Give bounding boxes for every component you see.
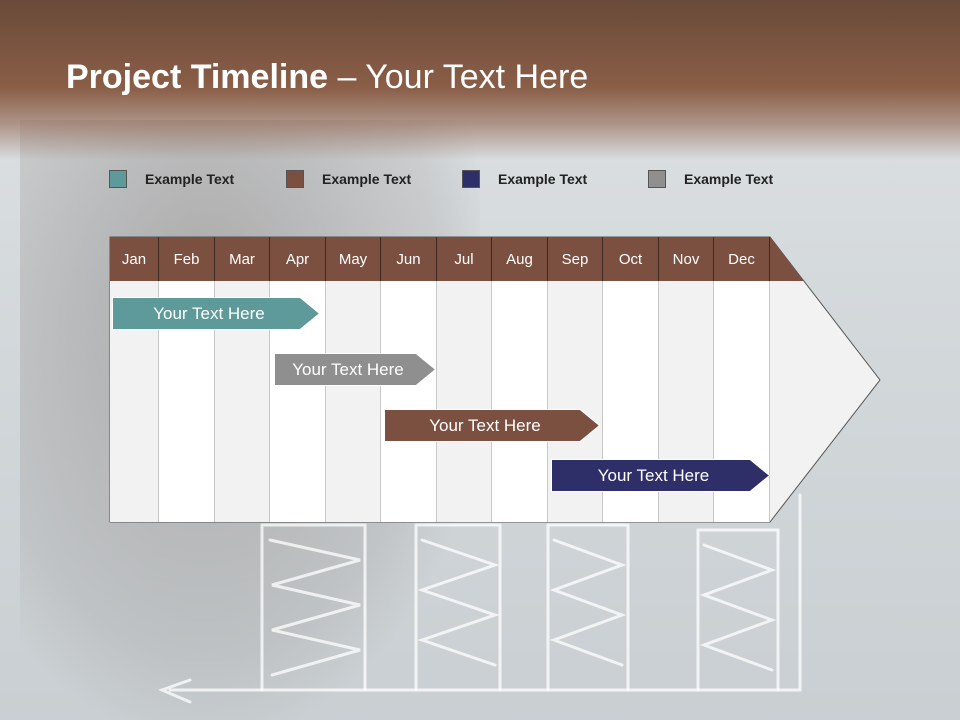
task-bar: Your Text Here: [551, 459, 770, 492]
month-header: Oct: [603, 237, 659, 281]
month-header: Jun: [381, 237, 437, 281]
task-arrow-shape: [551, 459, 770, 492]
legend-item: Example Text: [109, 170, 234, 188]
legend-item: Example Text: [462, 170, 587, 188]
legend-label: Example Text: [684, 171, 774, 187]
month-header: Aug: [492, 237, 548, 281]
header-band: [0, 0, 960, 160]
legend-item: Example Text: [648, 170, 773, 188]
month-header: Dec: [714, 237, 770, 281]
task-bar: Your Text Here: [112, 297, 320, 330]
month-header: Mar: [215, 237, 270, 281]
task-bar: Your Text Here: [274, 353, 436, 386]
task-label: Your Text Here: [429, 415, 541, 435]
task-label: Your Text Here: [597, 465, 710, 485]
task-arrow-shape: [112, 297, 320, 330]
month-column: [381, 281, 437, 522]
month-header: Jan: [110, 237, 159, 281]
legend-swatch: [462, 170, 480, 188]
legend-item: Example Text: [286, 170, 411, 188]
legend-label: Example Text: [498, 171, 588, 187]
month-header: Nov: [659, 237, 714, 281]
month-column: [437, 281, 492, 522]
task-arrow-shape: [274, 353, 436, 386]
month-column: [492, 281, 548, 522]
month-column: [326, 281, 381, 522]
page-title: Project Timeline – Your Text Here: [66, 58, 588, 97]
month-header: May: [326, 237, 381, 281]
month-header: Feb: [159, 237, 215, 281]
legend-swatch: [648, 170, 666, 188]
task-label: Your Text Here: [153, 303, 265, 323]
legend: Example Text Example Text Example Text Exam…: [0, 170, 960, 194]
task-arrow-shape: [384, 409, 600, 442]
title-rest: – Your Text Here: [328, 58, 589, 96]
month-header: Jul: [437, 237, 492, 281]
task-label: Your Text Here: [292, 359, 404, 379]
title-bold: Project Timeline: [66, 58, 329, 96]
legend-label: Example Text: [322, 171, 412, 187]
month-header: Sep: [548, 237, 603, 281]
legend-swatch: [286, 170, 304, 188]
legend-swatch: [109, 170, 127, 188]
legend-label: Example Text: [145, 171, 235, 187]
task-bar: Your Text Here: [384, 409, 600, 442]
month-header: Apr: [270, 237, 326, 281]
